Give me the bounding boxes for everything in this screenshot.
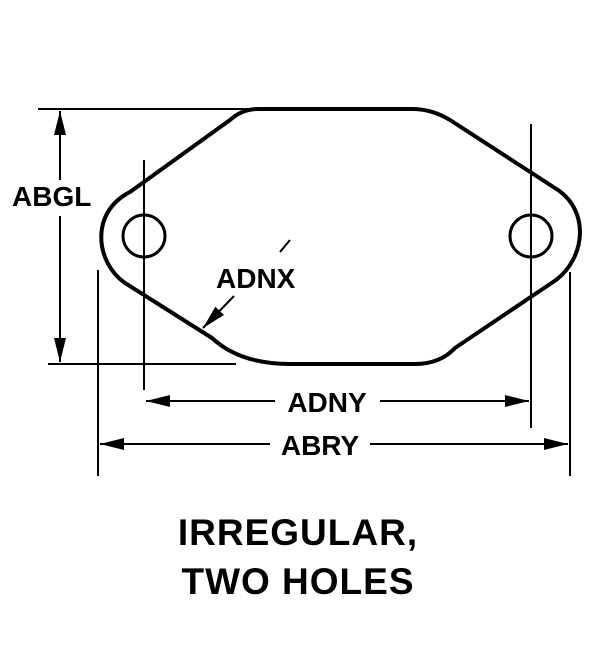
caption-line-2: TWO HOLES <box>181 561 415 602</box>
edge-radius-label: ADNX <box>216 263 296 294</box>
height-label: ABGL <box>12 181 91 212</box>
hole-spacing-label: ADNY <box>287 387 367 418</box>
overall-length-label: ABRY <box>281 430 360 461</box>
caption-line-1: IRREGULAR, <box>177 512 419 553</box>
edge-radius-leader <box>202 295 235 329</box>
part-outline <box>99 107 582 366</box>
edge-radius-leader-tick <box>279 239 291 253</box>
